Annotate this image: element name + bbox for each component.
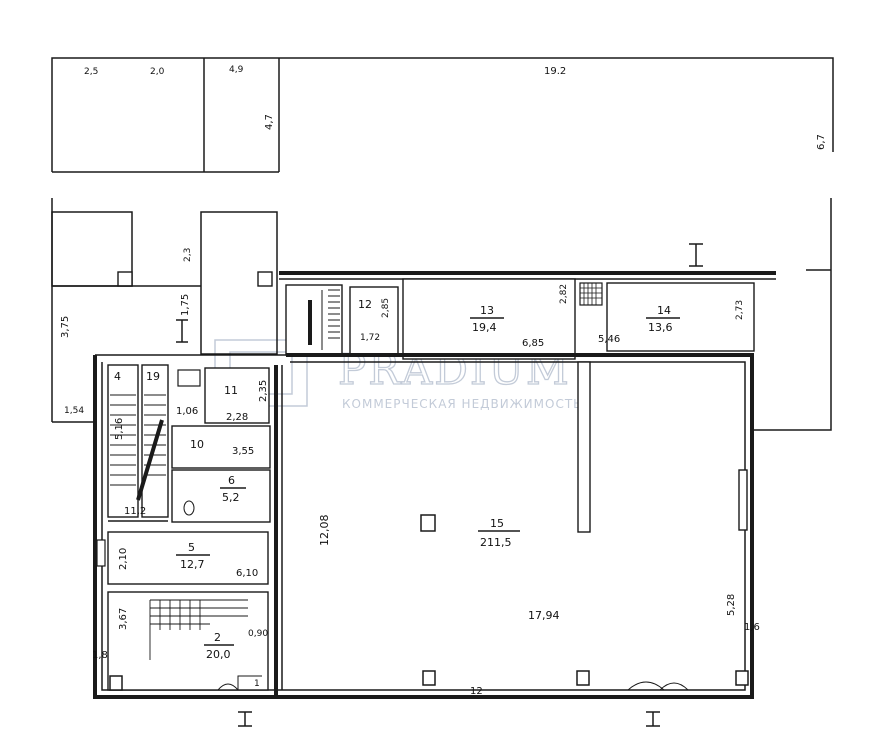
room-10-number: 10 (190, 438, 204, 451)
dim-v-5-16: 5,16 (114, 418, 125, 440)
dim-h-17-94: 17,94 (528, 609, 560, 622)
building-outline (93, 353, 754, 699)
dim-v-6-7: 6,7 (816, 134, 827, 150)
stair-hatch (579, 282, 603, 306)
south-entry (217, 675, 262, 691)
column-south-1 (422, 670, 436, 686)
upper-left-room-b (200, 211, 278, 355)
dim-v-5-28: 5,28 (726, 594, 737, 616)
section-mark-left (176, 319, 188, 343)
room-13-box (402, 278, 576, 360)
room-12-number: 12 (358, 298, 372, 311)
dim-h-11-2: 11,2 (124, 506, 146, 517)
dim-h-1-06: 1,06 (176, 406, 198, 417)
wc-fixture (177, 369, 201, 387)
room-14-box (606, 282, 755, 352)
dim-h-0-90: 0,90 (248, 629, 268, 639)
hall-15 (274, 361, 749, 697)
room-4-number: 4 (114, 370, 121, 383)
dim-top-2-0: 2,0 (150, 67, 165, 77)
upper-left-room-b-pillar (257, 271, 273, 287)
wc-bowl (183, 500, 195, 516)
room-15-number: 15 (490, 517, 504, 530)
building-inner-wall (101, 361, 746, 691)
dim-top-4-9: 4,9 (229, 65, 244, 75)
dim-h-1-72: 1,72 (360, 333, 380, 343)
upper-left-room-a-pillar (117, 271, 133, 287)
room-19-number: 19 (146, 370, 160, 383)
dim-v-2-35: 2,35 (258, 380, 269, 402)
top-strip (279, 271, 776, 360)
dim-v-1-8: 1,8 (92, 650, 108, 661)
dim-v-2-85: 2,85 (381, 298, 391, 318)
upper-left-rooms (51, 211, 278, 355)
section-mark-bottom-left (238, 711, 252, 727)
room-5-box (107, 531, 269, 585)
room-2-area: 20,0 (206, 648, 231, 661)
dim-v-3-67: 3,67 (118, 608, 129, 630)
room-13-number: 13 (480, 304, 494, 317)
room-2-box (107, 591, 269, 691)
room-5-number: 5 (188, 541, 195, 554)
south-door (627, 681, 689, 691)
room-14-number: 14 (657, 304, 671, 317)
stair-south-flight (149, 599, 248, 660)
dim-v-4-7: 4,7 (264, 114, 275, 130)
outer-top-line (51, 57, 834, 172)
room-6-area: 5,2 (222, 491, 240, 504)
dim-h-1: 1 (254, 679, 260, 689)
room-19-stair (141, 364, 169, 518)
hall-partition (577, 361, 591, 533)
section-marks (176, 243, 703, 727)
room-10-box (171, 425, 271, 469)
building-outer-wall (93, 353, 754, 699)
room-labels: 12 13 19,4 14 13,6 11 4 19 10 6 5,2 15 2… (114, 298, 680, 661)
left-stair-lines (321, 289, 340, 350)
section-mark-bottom-right (646, 711, 660, 727)
column-south-2 (576, 670, 590, 686)
dim-v-2-73: 2,73 (735, 300, 745, 320)
column-center (420, 514, 436, 532)
room-15-area: 211,5 (480, 536, 512, 549)
dim-h-12: 12 (470, 686, 483, 697)
room-11-box (204, 367, 270, 424)
column-sw (109, 675, 123, 691)
outer-right-line (751, 198, 832, 431)
dim-v-1-6: 1,6 (744, 622, 760, 633)
stair-hatch-grid (580, 283, 602, 305)
west-rooms (96, 364, 271, 691)
dim-h-6-10: 6,10 (236, 568, 258, 579)
room-11-number: 11 (224, 384, 238, 397)
dim-v-12-08: 12,08 (318, 515, 331, 547)
dim-v-1-75: 1,75 (180, 294, 191, 316)
west-window (96, 539, 106, 567)
dim-h-1-54: 1,54 (64, 406, 84, 416)
room-6-box (171, 469, 271, 523)
dim-top-2-5: 2,5 (84, 67, 98, 77)
dim-v-2-10: 2,10 (118, 548, 129, 570)
dim-h-2-28: 2,28 (226, 412, 248, 423)
dim-h-5-46: 5,46 (598, 334, 620, 345)
dim-h-6-85: 6,85 (522, 338, 544, 349)
section-mark-top (689, 243, 703, 267)
dim-v-2-82: 2,82 (559, 284, 569, 304)
room-6-number: 6 (228, 474, 235, 487)
column-south-3 (735, 670, 749, 686)
stair-west-flight (110, 394, 166, 486)
room-13-area: 19,4 (472, 321, 497, 334)
room-2-number: 2 (214, 631, 221, 644)
dim-top-19-2: 19.2 (544, 66, 566, 77)
dim-v-3-75: 3,75 (60, 316, 71, 338)
watermark-tagline: КОММЕРЧЕСКАЯ НЕДВИЖИМОСТЬ (342, 397, 582, 411)
dimension-labels: 2,5 2,0 4,9 4,7 19.2 6,7 2,3 1,75 3,75 1… (60, 65, 827, 697)
room-5-area: 12,7 (180, 558, 205, 571)
dim-v-2-3: 2,3 (183, 248, 193, 262)
dim-h-3-55: 3,55 (232, 446, 254, 457)
hall-east-partition (738, 469, 748, 531)
room-14-area: 13,6 (648, 321, 673, 334)
room-4-stair (107, 364, 139, 518)
stair-arrow (136, 419, 164, 501)
